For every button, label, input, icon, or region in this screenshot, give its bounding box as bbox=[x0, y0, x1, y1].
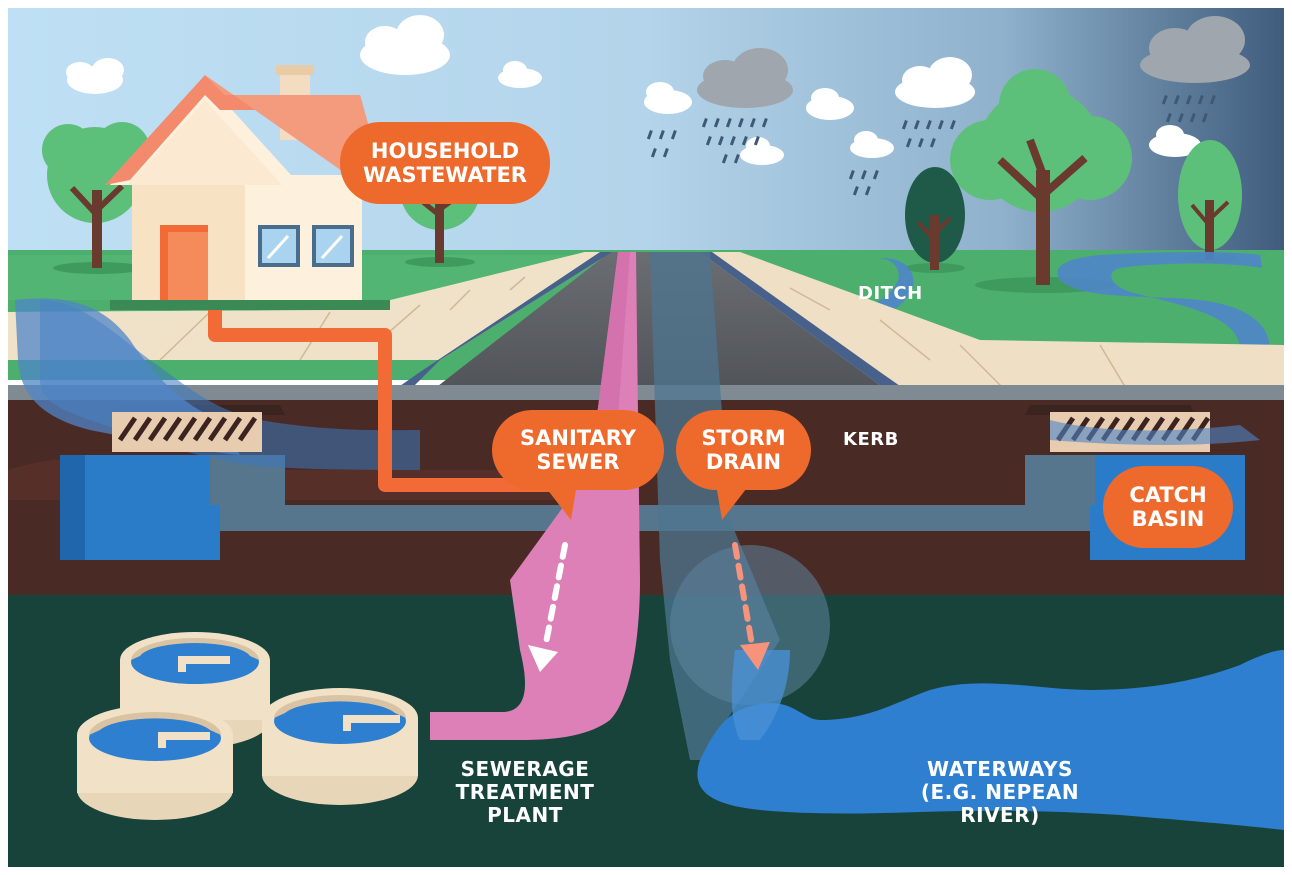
house-sewer-pipe bbox=[208, 300, 560, 492]
storm-flow-arrow bbox=[732, 542, 770, 670]
ditch-label: DITCH bbox=[858, 283, 923, 304]
tree-icon bbox=[905, 167, 965, 273]
kerb-label: KERB bbox=[843, 429, 899, 450]
waterways-label: WATERWAYS (E.G. NEPEAN RIVER) bbox=[880, 758, 1120, 827]
storm-label-line2: DRAIN bbox=[705, 450, 782, 474]
waterways bbox=[697, 650, 1284, 830]
sanitary-sewer-pipe bbox=[430, 252, 640, 740]
treatment-tank-icon bbox=[262, 688, 418, 805]
sanitary-bubble-tail bbox=[543, 484, 577, 520]
cloud-icon bbox=[66, 15, 1201, 165]
treatment-label-line2: TREATMENT bbox=[455, 780, 595, 804]
waterways-label-line2: (E.G. NEPEAN RIVER) bbox=[920, 780, 1080, 827]
catch-label-line2: BASIN bbox=[1131, 507, 1205, 531]
catch-label-line1: CATCH bbox=[1129, 482, 1207, 507]
storm-label-line1: STORM bbox=[701, 425, 786, 450]
waterways-label-line1: WATERWAYS bbox=[927, 757, 1073, 781]
sewer-flow-arrow bbox=[528, 542, 568, 672]
grate-icon bbox=[112, 412, 262, 452]
tree-icon bbox=[42, 122, 150, 274]
household-label-line1: HOUSEHOLD bbox=[370, 138, 520, 163]
rain-icon bbox=[646, 95, 1216, 196]
household-label-line2: WASTEWATER bbox=[363, 163, 527, 187]
treatment-tank-icon bbox=[77, 705, 233, 820]
treatment-label-line3: PLANT bbox=[487, 803, 563, 827]
treatment-label-line1: SEWERAGE bbox=[460, 757, 590, 781]
catch-basin-bubble: CATCH BASIN bbox=[1103, 466, 1233, 548]
sanitary-label-line1: SANITARY bbox=[520, 425, 636, 450]
storm-drain-bubble: STORM DRAIN bbox=[676, 410, 811, 490]
storm-bubble-tail bbox=[716, 484, 750, 520]
treatment-plant-label: SEWERAGE TREATMENT PLANT bbox=[440, 758, 610, 827]
cloud-icon bbox=[697, 16, 1250, 108]
house-icon bbox=[105, 65, 390, 310]
sanitary-sewer-bubble: SANITARY SEWER bbox=[492, 410, 664, 490]
sanitary-label-line2: SEWER bbox=[536, 450, 620, 474]
household-wastewater-bubble: HOUSEHOLD WASTEWATER bbox=[340, 122, 550, 204]
